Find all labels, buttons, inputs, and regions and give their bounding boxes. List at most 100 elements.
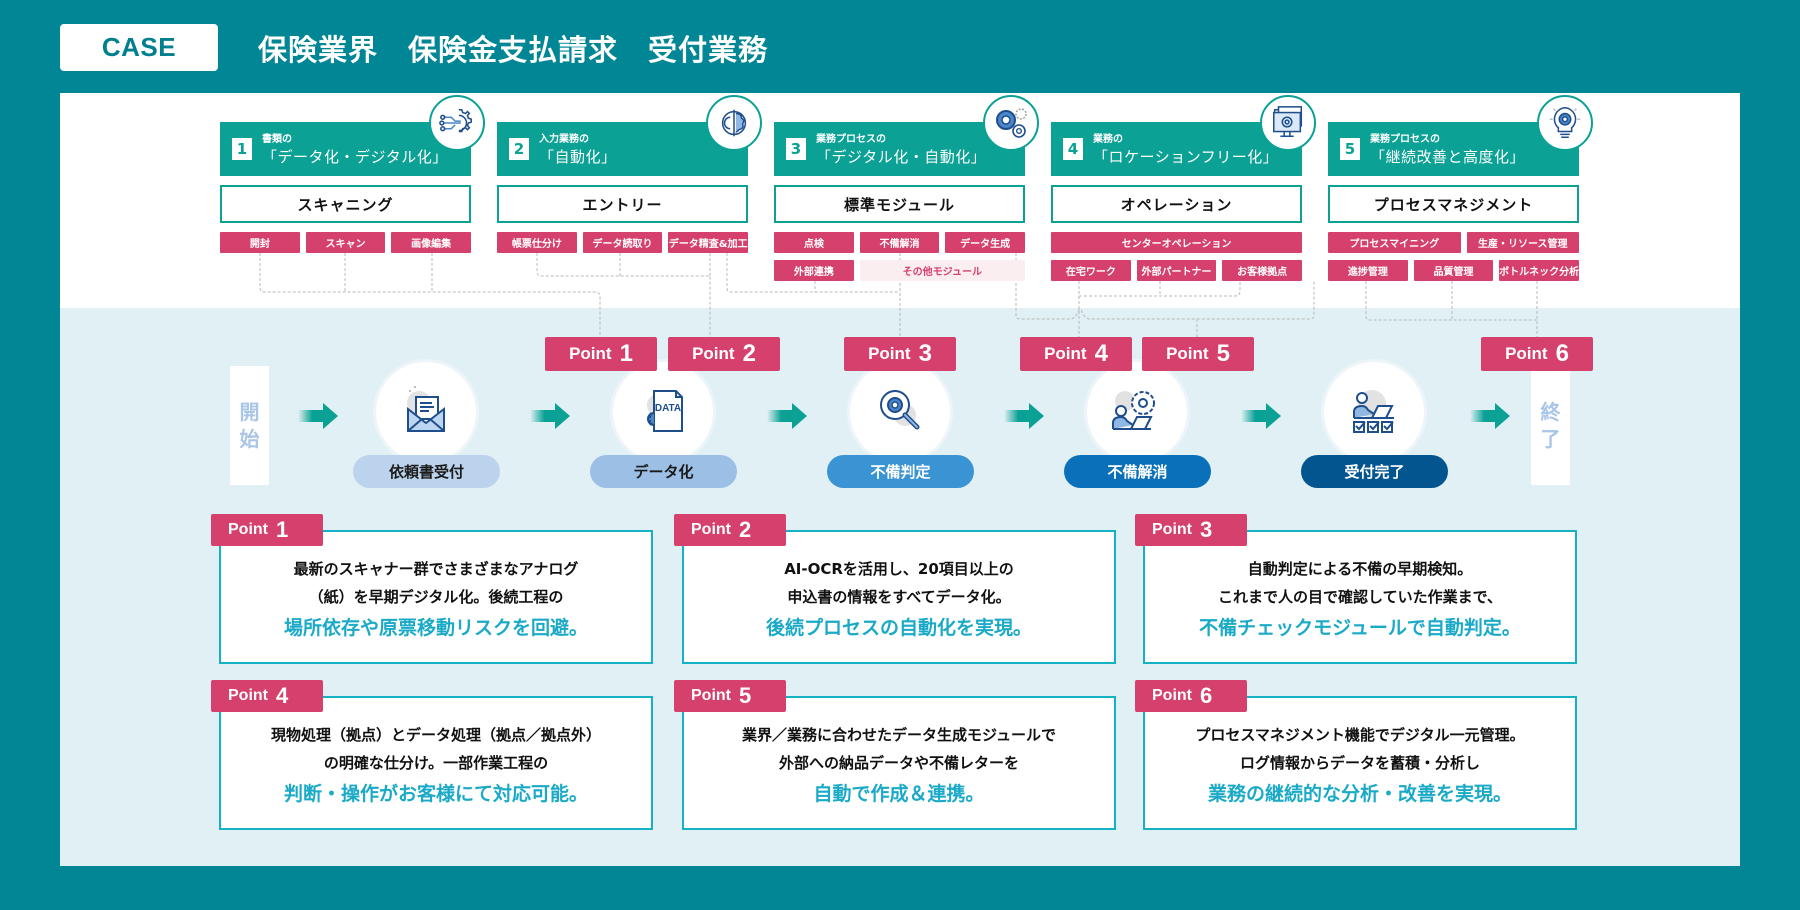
flow-arrow-icon	[530, 403, 570, 429]
module-box: 標準モジュール	[774, 185, 1025, 223]
step-label: データ化	[590, 455, 737, 488]
flow-start: 開 始	[230, 366, 269, 485]
category-title: 「継続改善と高度化」	[1370, 148, 1526, 166]
flow-start-char: 始	[239, 426, 260, 451]
category-number: 5	[1340, 138, 1360, 160]
flow-point-tag-2[interactable]: Point 2	[668, 337, 780, 371]
case-badge: CASE	[60, 24, 218, 71]
step-label: 依頼書受付	[353, 455, 500, 488]
point-text-line: プロセスマネジメント機能でデジタル一元管理。	[1195, 726, 1525, 744]
connector-cat1	[259, 253, 601, 337]
category-subtitle: 入力業務の	[539, 134, 589, 145]
point-text-line: これまで人の目で確認していた作業まで、	[1218, 588, 1502, 606]
category-title: 「データ化・デジタル化」	[262, 148, 448, 166]
monitor-gear-icon	[1260, 95, 1316, 151]
point-box-5: 業界／業務に合わせたデータ生成モジュールで外部への納品データや不備レターを自動で…	[682, 696, 1116, 830]
module-item: データ読取り	[582, 232, 663, 253]
point-text-line: ログ情報からデータを蓄積・分析し	[1239, 754, 1480, 772]
category-number: 2	[509, 138, 529, 160]
module-item: 生産・リソース管理	[1466, 232, 1579, 253]
category-subtitle: 業務プロセスの	[1370, 134, 1440, 145]
point-tag-word: Point	[1505, 344, 1548, 363]
flow-arrow-icon	[767, 403, 807, 429]
point-tag-number: 2	[739, 517, 752, 542]
point-highlight: 業務の継続的な分析・改善を実現。	[1207, 783, 1512, 805]
category-title: 「デジタル化・自動化」	[816, 148, 987, 166]
module-item: プロセスマイニング	[1328, 232, 1461, 253]
point-tag-word: Point	[692, 344, 735, 363]
module-item: ボトルネック分析	[1499, 260, 1579, 281]
flow-point-tag-6[interactable]: Point 6	[1481, 337, 1593, 371]
point-tag-number: 1	[619, 340, 633, 367]
magnifier-gear-icon	[873, 383, 927, 441]
flow-arrow-icon	[1241, 403, 1281, 429]
point-tag-word: Point	[868, 344, 911, 363]
gears-icon	[983, 95, 1039, 151]
step-icon-circle	[376, 362, 476, 462]
module-item: 品質管理	[1413, 260, 1494, 281]
flow-arrow-icon	[298, 403, 338, 429]
point-highlight: 不備チェックモジュールで自動判定。	[1199, 617, 1521, 639]
point-text-line: （紙）を早期デジタル化。後続工程の	[308, 588, 564, 606]
module-item: センターオペレーション	[1051, 232, 1302, 253]
ai-brain-icon	[706, 95, 762, 151]
module-item: 在宅ワーク	[1051, 260, 1131, 281]
connector-cat3	[726, 253, 900, 293]
flow-arrow-icon	[1004, 403, 1044, 429]
point-tag-word: Point	[569, 344, 612, 363]
point-text-line: の明確な仕分け。一部作業工程の	[323, 754, 549, 772]
point-tag-number: 5	[739, 683, 752, 708]
connector-cat2	[536, 253, 711, 337]
point-highlight: 自動で作成＆連携。	[813, 783, 985, 805]
category-subtitle: 業務の	[1093, 134, 1123, 145]
flow-end-char: 終	[1540, 399, 1561, 424]
step-icon-circle	[1324, 362, 1424, 462]
digital-gear-icon	[429, 95, 485, 151]
svg-text:DATA: DATA	[655, 403, 681, 414]
point-text-line: AI-OCRを活用し、20項目以上の	[784, 560, 1014, 578]
point-tag-number: 5	[1216, 340, 1230, 367]
point-box-6: プロセスマネジメント機能でデジタル一元管理。ログ情報からデータを蓄積・分析し業務…	[1143, 696, 1577, 830]
point-tag-number: 6	[1200, 683, 1213, 708]
point-tag-number: 6	[1555, 340, 1569, 367]
point-box-3: 自動判定による不備の早期検知。これまで人の目で確認していた作業まで、不備チェック…	[1143, 530, 1577, 664]
module-item: 帳票仕分け	[497, 232, 577, 253]
point-tag-word: Point	[1152, 521, 1192, 538]
person-checklist-icon	[1346, 382, 1402, 442]
step-icon-circle	[1087, 362, 1187, 462]
connector-cat3-d	[1015, 253, 1315, 320]
point-tag-number: 1	[276, 517, 289, 542]
module-item: データ精査&加工	[668, 232, 748, 253]
point-tag-word: Point	[1152, 687, 1192, 704]
point-box-tag-6: Point 6	[1135, 680, 1247, 712]
module-box: スキャニング	[220, 185, 471, 223]
connector-cat5	[1365, 281, 1537, 321]
flow-point-tag-4[interactable]: Point 4	[1020, 337, 1132, 371]
point-tag-word: Point	[1044, 344, 1087, 363]
category-title: 「ロケーションフリー化」	[1093, 148, 1279, 166]
step-label: 不備解消	[1064, 455, 1211, 488]
module-box: プロセスマネジメント	[1328, 185, 1579, 223]
person-gear-laptop-icon	[1109, 383, 1165, 441]
point-box-1: 最新のスキャナー群でさまざまなアナログ（紙）を早期デジタル化。後続工程の場所依存…	[219, 530, 653, 664]
flow-point-tag-1[interactable]: Point 1	[545, 337, 657, 371]
module-item: 点検	[774, 232, 854, 253]
step-icon-circle	[850, 362, 950, 462]
point-tag-number: 2	[742, 340, 756, 367]
point-highlight: 判断・操作がお客様にて対応可能。	[283, 783, 588, 805]
point-tag-number: 4	[1094, 340, 1108, 367]
